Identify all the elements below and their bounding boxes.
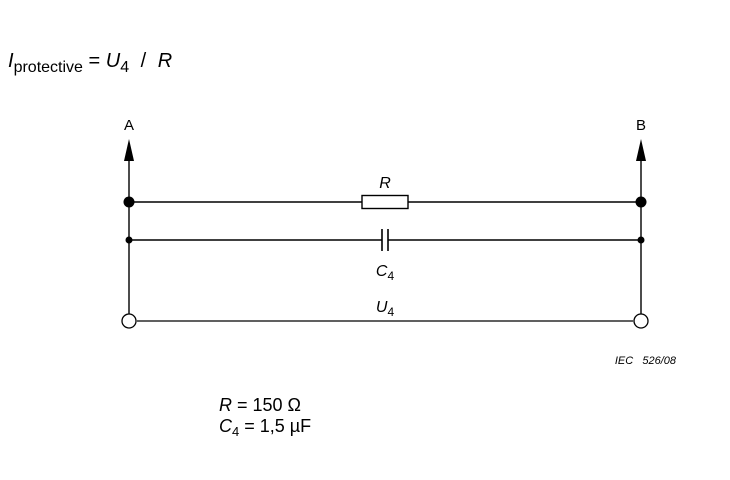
voltage-label: U4 [376,299,395,319]
formula-voltage-subscript: 4 [120,59,130,76]
terminal-b-label: B [636,117,646,134]
formula-division-operator: / [140,50,147,72]
terminal-a-arrow-icon [124,139,134,161]
resistor-symbol [361,194,409,210]
terminal-b-arrow-icon [636,139,646,161]
protective-current-formula: Iprotective = U4 / R [8,50,172,77]
resistor-label: R [379,175,391,192]
formula-voltage-symbol: U [105,50,121,72]
left-resistor-node [123,196,135,208]
right-resistor-node [635,196,647,208]
terminal-a-label: A [124,117,134,134]
formula-resistance-symbol: R [157,50,173,72]
left-measurement-terminal [121,313,137,329]
formula-equals: = [88,50,101,72]
right-measurement-terminal [633,313,649,329]
formula-current-subscript: protective [13,59,83,76]
figure-reference: IEC 526/08 [615,355,677,367]
resistance-value: R = 150 Ω [219,395,302,415]
component-values: R = 150 Ω C4 = 1,5 µF [219,395,311,442]
capacitor-label: C4 [376,263,395,283]
left-capacitor-node [125,236,133,244]
formula-current-symbol: I [8,50,14,72]
right-capacitor-node [637,236,645,244]
capacitance-value: C4 = 1,5 µF [219,416,312,439]
